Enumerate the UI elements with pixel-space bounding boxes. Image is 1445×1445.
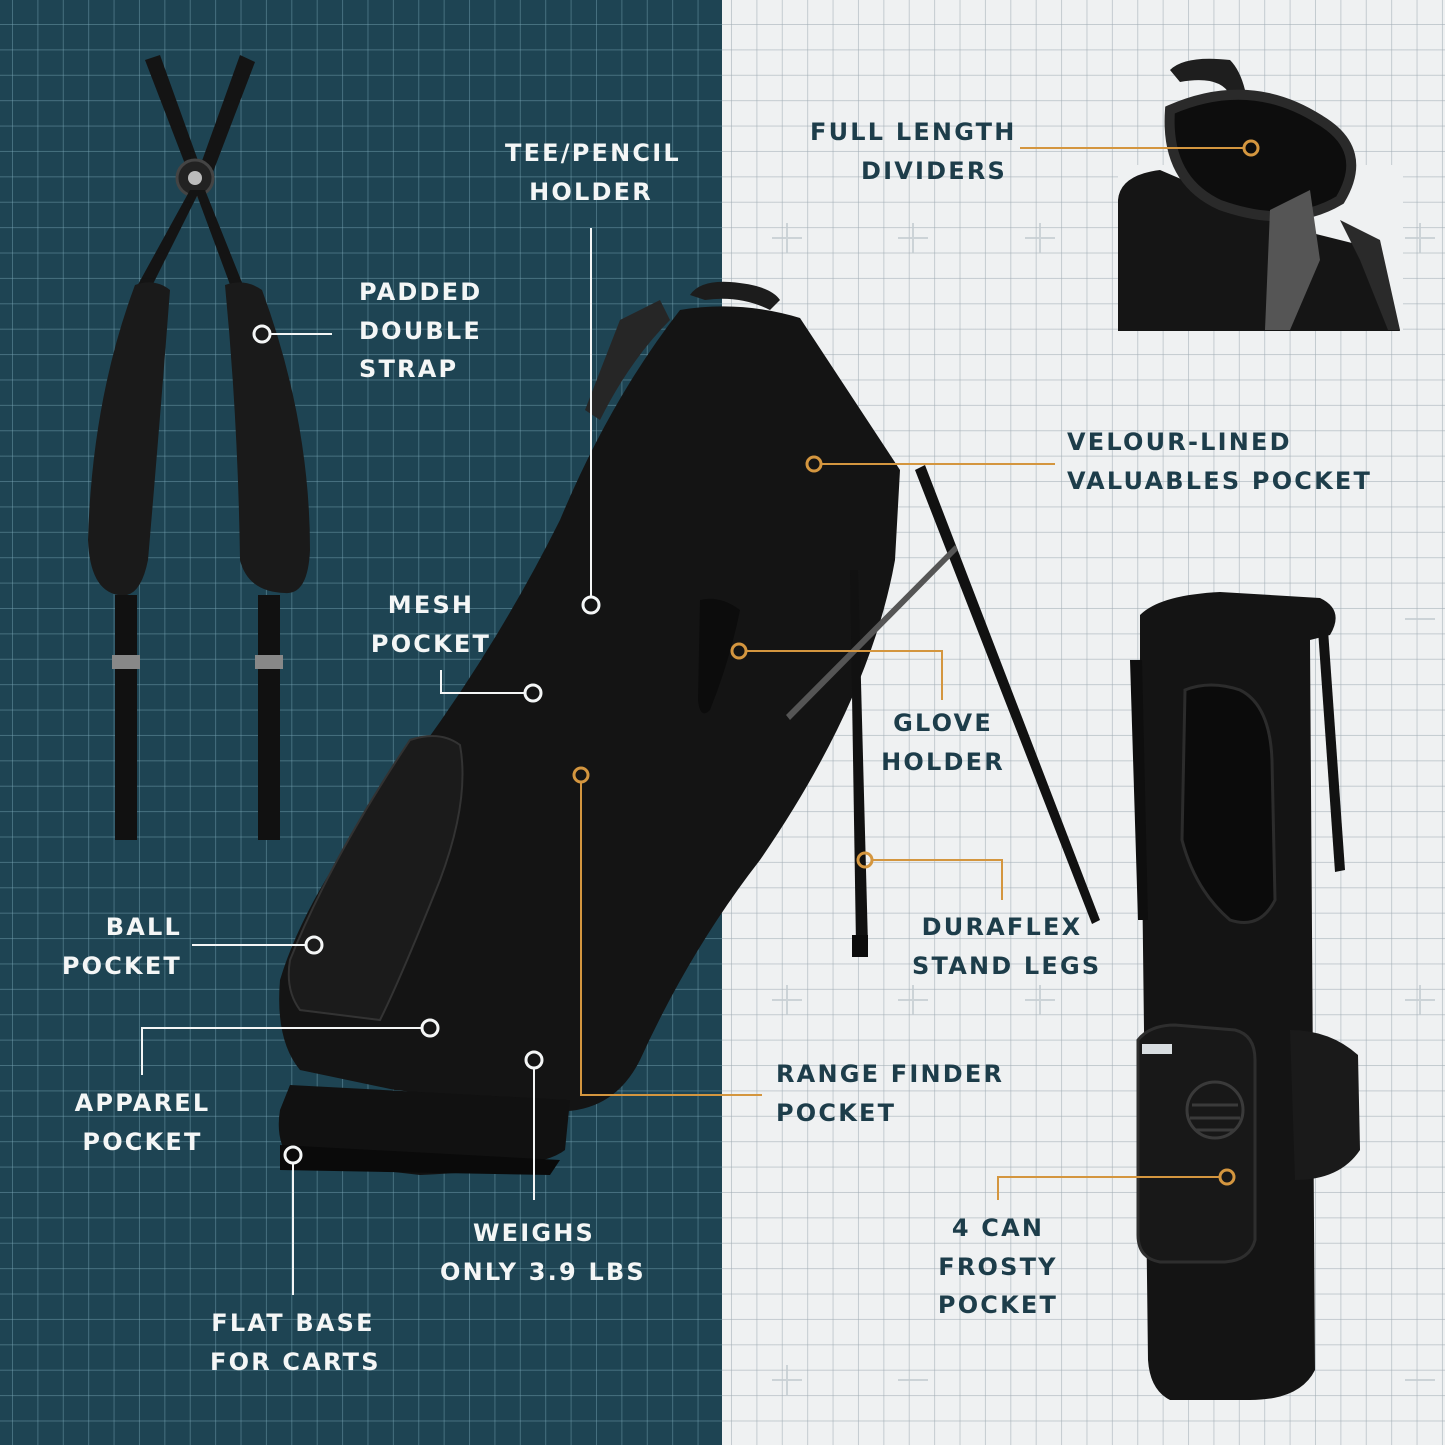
callout-line: GLOVE bbox=[893, 709, 993, 737]
callout-line: DOUBLE bbox=[359, 316, 482, 345]
callout-weighs: WEIGHS ONLY 3.9 LBS bbox=[440, 1214, 646, 1291]
callout-line: WEIGHS bbox=[472, 1219, 596, 1247]
callout-line: RANGE FINDER bbox=[776, 1060, 1005, 1088]
callout-line: POCKET bbox=[61, 951, 182, 980]
callout-line: MESH bbox=[387, 591, 475, 619]
callout-line: STAND LEGS bbox=[912, 951, 1102, 980]
callout-velour-lined-pocket: VELOUR-LINED VALUABLES POCKET bbox=[1067, 423, 1372, 500]
callout-tee-pencil-holder: TEE/PENCIL HOLDER bbox=[505, 134, 681, 211]
callout-line: DIVIDERS bbox=[860, 156, 1007, 185]
callout-line: POCKET bbox=[776, 1098, 897, 1127]
callout-line: FULL LENGTH bbox=[810, 118, 1017, 146]
callout-range-finder-pocket: RANGE FINDER POCKET bbox=[776, 1055, 1004, 1132]
light-grid-panel bbox=[722, 0, 1445, 1445]
callout-frosty-pocket: 4 CAN FROSTY POCKET bbox=[928, 1209, 1068, 1325]
callout-line: FLAT BASE bbox=[211, 1309, 375, 1337]
callout-line: STRAP bbox=[359, 355, 459, 383]
callout-line: POCKET bbox=[937, 1291, 1059, 1319]
callout-line: DURAFLEX bbox=[921, 913, 1083, 941]
callout-line: HOLDER bbox=[881, 747, 1005, 776]
callout-line: TEE/PENCIL bbox=[505, 139, 681, 167]
callout-line: POCKET bbox=[82, 1127, 203, 1156]
callout-mesh-pocket: MESH POCKET bbox=[370, 586, 492, 663]
callout-padded-double-strap: PADDED DOUBLE STRAP bbox=[359, 273, 482, 389]
callout-line: PADDED bbox=[359, 278, 483, 306]
callout-line: FOR CARTS bbox=[210, 1347, 381, 1376]
callout-line: ONLY 3.9 LBS bbox=[440, 1257, 646, 1286]
callout-line: VELOUR-LINED bbox=[1067, 428, 1292, 456]
callout-line: FROSTY bbox=[938, 1252, 1058, 1281]
callout-line: 4 CAN bbox=[951, 1214, 1045, 1242]
callout-full-length-dividers: FULL LENGTH DIVIDERS bbox=[810, 113, 1017, 190]
callout-line: POCKET bbox=[370, 629, 492, 658]
callout-ball-pocket: BALL POCKET bbox=[60, 908, 182, 985]
callout-apparel-pocket: APPAREL POCKET bbox=[70, 1084, 215, 1161]
callout-duraflex-stand-legs: DURAFLEX STAND LEGS bbox=[912, 908, 1102, 985]
callout-line: VALUABLES POCKET bbox=[1067, 466, 1373, 495]
callout-line: APPAREL bbox=[74, 1089, 211, 1117]
callout-line: HOLDER bbox=[529, 177, 653, 206]
callout-flat-base: FLAT BASE FOR CARTS bbox=[210, 1304, 381, 1381]
callout-glove-holder: GLOVE HOLDER bbox=[878, 704, 1008, 781]
callout-line: BALL bbox=[105, 913, 182, 941]
